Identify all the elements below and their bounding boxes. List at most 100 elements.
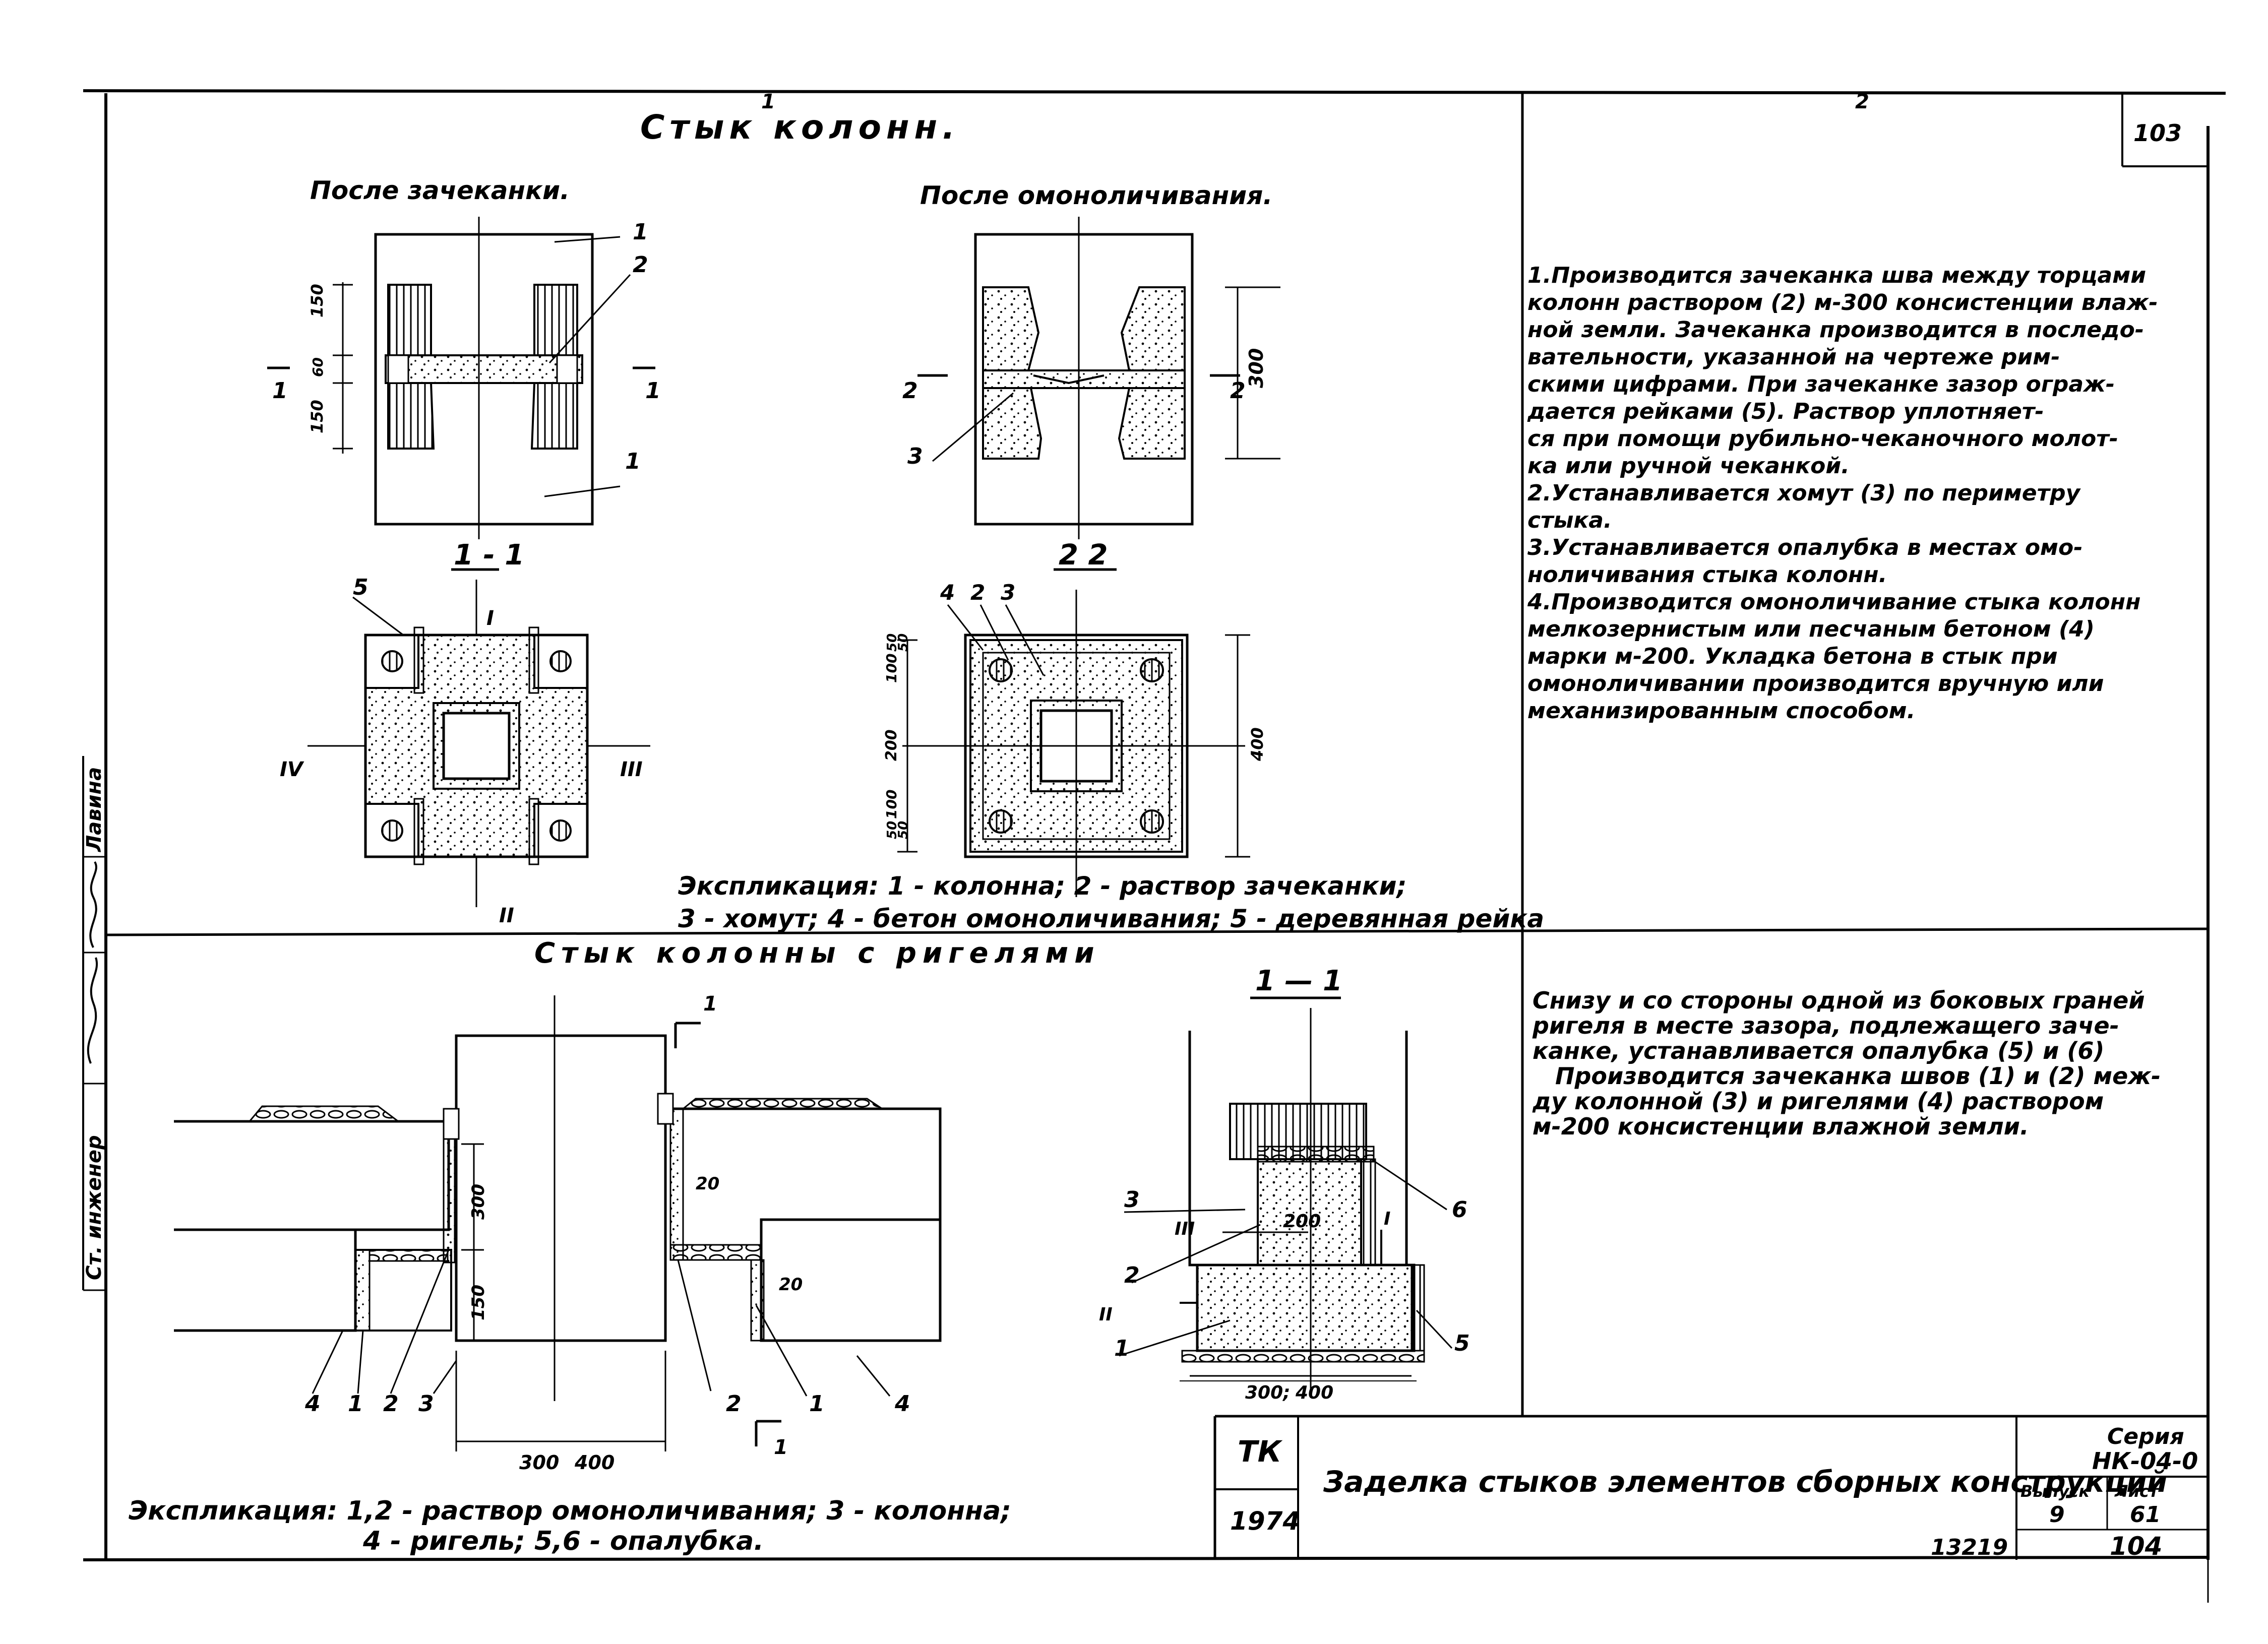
note-line: 2.Устанавливается хомут (3) по периметру <box>1527 480 2080 506</box>
roman-II-section: II <box>1099 1304 1113 1325</box>
bottom-section-title: Стык колонны с ригелями <box>534 937 1100 970</box>
bottom-explication-line-1: Экспликация: 1,2 - раствор омоноличивани… <box>129 1496 1011 1526</box>
dim-300-section: 300; <box>1245 1382 1291 1403</box>
section-1-1-label: 1 - 1 <box>454 539 524 572</box>
note-line: 4.Производится омоноличивание стыка коло… <box>1527 589 2141 615</box>
dim-200-bottom: 200 <box>1283 1211 1321 1232</box>
dim-300-vertical: 300 <box>468 1184 488 1220</box>
note-line: механизированным способом. <box>1527 698 1916 724</box>
note-line: омоноличивании производится вручную или <box>1527 671 2104 697</box>
stamp-role-2: Лавина <box>83 767 106 852</box>
callout-6-section: 6 <box>1452 1197 1467 1223</box>
note-line: ной земли. Зачеканка производится в посл… <box>1527 317 2144 343</box>
stamp-signature-1 <box>87 957 98 1064</box>
callout-1-right: 1 <box>809 1391 825 1417</box>
cut-1-bottom: 1 <box>774 1436 788 1459</box>
dim-400: 400 <box>1248 727 1267 762</box>
dim-300-horizontal: 300 <box>519 1451 559 1474</box>
roman-II: II <box>499 904 514 927</box>
elevation-column-with-girders <box>174 995 942 1451</box>
note-line: скими цифрами. При зачеканке зазор ограж… <box>1527 371 2115 397</box>
dim-150-vertical: 150 <box>468 1285 488 1320</box>
dim-100-upper: 100 <box>883 654 900 683</box>
series-value: НК-04-0 <box>2092 1447 2198 1475</box>
callout-2-section: 2 <box>1124 1262 1140 1288</box>
note-line: марки м-200. Укладка бетона в стык при <box>1527 644 2058 669</box>
dim-150-upper: 150 <box>308 284 327 318</box>
notes-top: 1.Производится зачеканка шва между торца… <box>1527 262 2198 725</box>
callout-3-section: 3 <box>1124 1187 1140 1213</box>
callout-1-left: 1 <box>348 1391 363 1417</box>
callout-2-b: 2 <box>970 580 985 605</box>
note-line: Производится зачеканка швов (1) и (2) ме… <box>1555 1062 2161 1090</box>
callout-4-left: 4 <box>304 1391 321 1417</box>
archive-number: 13219 <box>1931 1535 2008 1560</box>
callout-1-a: 1 <box>633 219 648 245</box>
title-block-year: 1974 <box>1230 1506 1300 1536</box>
note-line: ноличивания стыка колонн. <box>1527 562 1887 588</box>
series-label: Серия <box>2107 1424 2184 1449</box>
dim-50-d: 50 <box>896 821 911 839</box>
note-line: дается рейками (5). Раствор уплотняет- <box>1527 399 2044 424</box>
roman-III-section: III <box>1175 1219 1195 1239</box>
note-line: ригеля в месте зазора, подлежащего заче- <box>1533 1012 2119 1039</box>
page-number-bottom: 104 <box>2110 1532 2162 1561</box>
stamp-role-1: Ст. инженер <box>83 1135 106 1280</box>
elevation-after-grouting <box>917 217 1280 539</box>
stamp-signature-2 <box>89 861 97 948</box>
roman-I-top: I <box>486 607 494 630</box>
dim-50-b: 50 <box>896 634 911 652</box>
callout-2-right: 2 <box>726 1391 742 1417</box>
roman-I-section: I <box>1384 1209 1390 1229</box>
cut-mark-1-left: 1 <box>272 378 288 404</box>
dim-200: 200 <box>883 729 900 761</box>
callout-1-section: 1 <box>1114 1336 1130 1361</box>
note-line: вательности, указанной на чертеже рим- <box>1527 344 2060 370</box>
issue-value: 9 <box>2049 1502 2065 1528</box>
title-block-org: ТК <box>1238 1434 1283 1469</box>
dim-20-lower: 20 <box>779 1275 803 1295</box>
note-line: стыка. <box>1527 508 1612 533</box>
sheet-frame <box>82 89 2226 1603</box>
cut-mark-2-left: 2 <box>902 378 918 404</box>
dim-150-lower: 150 <box>308 400 327 433</box>
note-line: ся при помощи рубильно-чеканочного молот… <box>1527 426 2118 452</box>
note-line: Снизу и со стороны одной из боковых гран… <box>1533 987 2145 1014</box>
section-girder-1-1 <box>1119 1008 1453 1391</box>
notes-bottom: Снизу и со стороны одной из боковых гран… <box>1533 988 2203 1139</box>
zone-2-label: 2 <box>1855 90 1869 113</box>
cut-mark-1-right: 1 <box>645 378 661 404</box>
sheet-label: Лист <box>2114 1482 2160 1501</box>
callout-3-a: 3 <box>907 444 923 469</box>
note-line: 3.Устанавливается опалубка в местах омо- <box>1527 535 2083 560</box>
dim-20-upper: 20 <box>696 1174 719 1194</box>
callout-2-left: 2 <box>383 1391 399 1417</box>
note-line: м-200 консистенции влажной земли. <box>1533 1113 2029 1140</box>
callout-5-section: 5 <box>1454 1331 1470 1356</box>
bottom-explication-line-2: 4 - ригель; 5,6 - опалубка. <box>362 1526 764 1556</box>
note-line: 1.Производится зачеканка шва между торца… <box>1527 263 2147 288</box>
roman-III: III <box>620 758 643 781</box>
dim-300-top: 300 <box>1245 348 1267 388</box>
elevation-after-caulking <box>267 217 655 539</box>
page-number-top: 103 <box>2133 119 2182 147</box>
callout-3-left: 3 <box>418 1391 434 1417</box>
dim-100-lower: 100 <box>883 790 900 819</box>
callout-5: 5 <box>353 575 369 600</box>
issue-label: Выпуск <box>2020 1482 2090 1501</box>
callout-1-b: 1 <box>625 449 641 474</box>
view-left-title: После зачеканки. <box>310 176 570 205</box>
zone-1-label: 1 <box>761 90 775 113</box>
sheet-value: 61 <box>2130 1502 2161 1528</box>
top-explication-line-1: Экспликация: 1 - колонна; 2 - раствор за… <box>678 871 1407 901</box>
dim-50-c: 50 <box>885 821 900 839</box>
section-2-2-label: 2 2 <box>1059 539 1108 572</box>
note-line: ка или ручной чеканкой. <box>1527 453 1850 479</box>
roman-IV: IV <box>280 758 304 781</box>
cut-mark-2-right: 2 <box>1230 378 1246 404</box>
view-right-title: После омоноличивания. <box>920 181 1272 210</box>
plan-section-1-1 <box>308 580 650 907</box>
note-line: колонн раствором (2) м-300 консистенции … <box>1527 290 2158 315</box>
